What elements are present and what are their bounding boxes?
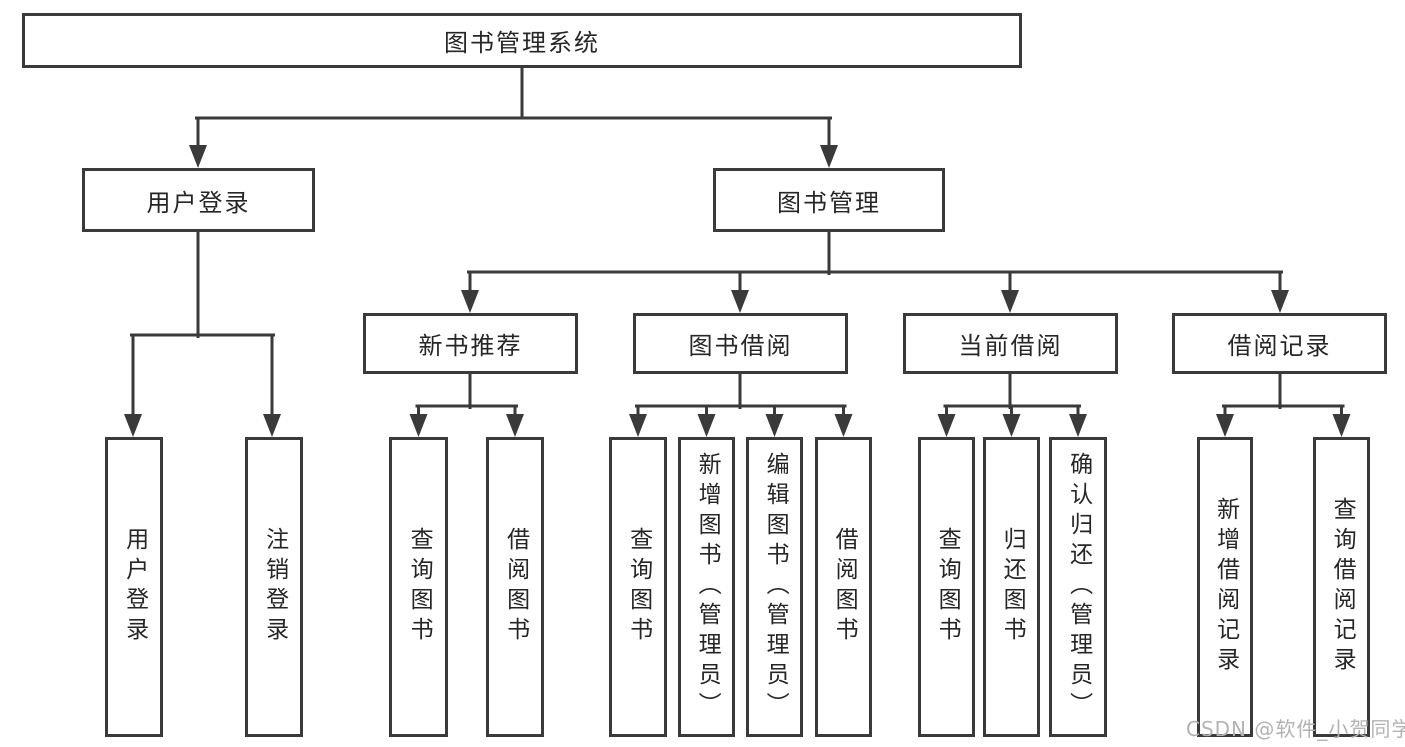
connector-borrowing-records-to-leaves: [1216, 372, 1351, 437]
connector-new-book-recommend-to-leaves: [409, 372, 524, 437]
leaf-label: 确认归还（管理员）: [1065, 452, 1092, 722]
leaf-query-borrow-record: 查询借阅记录: [1313, 437, 1370, 737]
node-label: 用户登录: [146, 188, 251, 217]
leaf-label: 查询图书: [934, 527, 961, 647]
leaf-label: 借阅图书: [831, 527, 858, 647]
node-label: 图书借阅: [688, 332, 793, 360]
leaf-add-borrow-record: 新增借阅记录: [1197, 437, 1253, 737]
leaf-label: 查询图书: [625, 527, 652, 647]
node-borrowing-records: 借阅记录: [1172, 313, 1387, 374]
node-current-borrowing: 当前借阅: [903, 313, 1118, 374]
node-label: 新书推荐: [418, 332, 523, 360]
leaf-query-books-borrowing: 查询图书: [609, 437, 667, 737]
leaf-add-books-admin: 新增图书（管理员）: [678, 437, 735, 737]
leaf-borrow-books: 借阅图书: [815, 437, 872, 737]
node-new-book-recommend: 新书推荐: [363, 313, 578, 374]
node-book-management: 图书管理: [713, 168, 945, 232]
csdn-watermark: CSDN @软件_小贺同学: [1186, 717, 1405, 741]
node-label: 图书管理系统: [444, 29, 600, 57]
node-label: 借阅记录: [1227, 332, 1332, 360]
leaf-query-books-current: 查询图书: [918, 437, 975, 737]
leaf-label: 新增借阅记录: [1212, 497, 1239, 677]
leaf-borrow-books-recommend: 借阅图书: [486, 437, 544, 737]
connector-user-login-to-leaves: [124, 230, 281, 437]
leaf-label: 查询借阅记录: [1329, 497, 1356, 677]
leaf-label: 编辑图书（管理员）: [762, 452, 789, 722]
leaf-confirm-return-admin: 确认归还（管理员）: [1049, 437, 1107, 737]
connector-current-borrowing-to-leaves: [937, 372, 1087, 437]
leaf-logout: 注销登录: [245, 437, 303, 737]
connector-root-to-level2: [189, 64, 838, 168]
node-book-borrowing: 图书借阅: [633, 313, 848, 374]
leaf-query-books-recommend: 查询图书: [389, 437, 448, 737]
node-user-login: 用户登录: [82, 168, 315, 232]
connector-book-management-to-level3: [461, 230, 1289, 313]
leaf-label: 借阅图书: [502, 527, 529, 647]
leaf-label: 注销登录: [261, 527, 288, 647]
connector-book-borrowing-to-leaves: [629, 372, 853, 437]
leaf-label: 新增图书（管理员）: [694, 452, 721, 722]
leaf-label: 归还图书: [999, 527, 1026, 647]
leaf-label: 查询图书: [406, 527, 433, 647]
leaf-edit-books-admin: 编辑图书（管理员）: [746, 437, 803, 737]
node-label: 当前借阅: [958, 332, 1063, 360]
node-library-management-system: 图书管理系统: [22, 13, 1022, 68]
node-label: 图书管理: [777, 188, 881, 217]
leaf-return-books: 归还图书: [983, 437, 1040, 737]
leaf-user-login: 用户登录: [105, 437, 163, 737]
leaf-label: 用户登录: [121, 527, 148, 647]
